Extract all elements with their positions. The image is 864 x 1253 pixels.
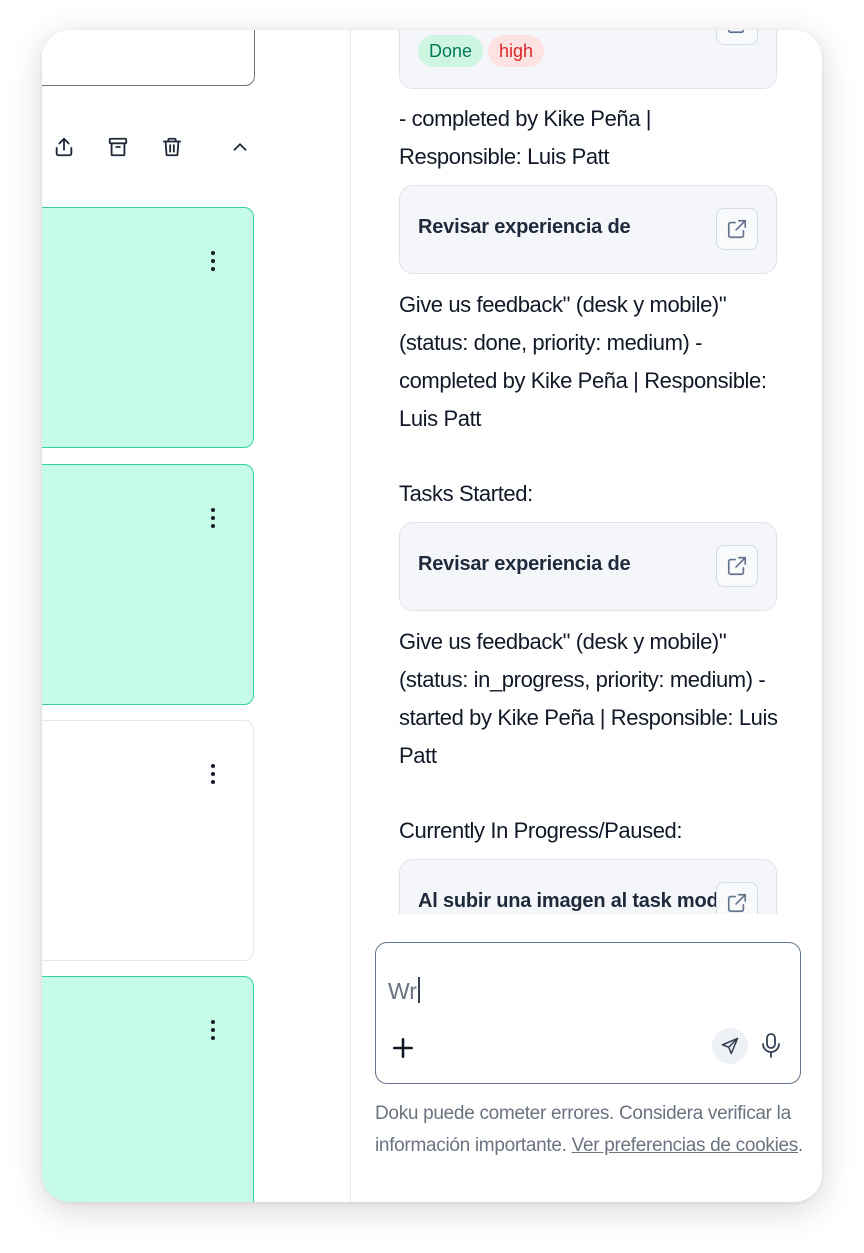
message-text: Give us feedback" (desk y mobile)" (stat… [399, 292, 767, 431]
task-reference-card[interactable]: Revisar experiencia de [399, 522, 777, 611]
priority-badge: high [488, 35, 545, 67]
microphone-button[interactable] [756, 1029, 786, 1063]
task-title: Revisar experiencia de [418, 553, 631, 575]
chat-panel: Done high - completed by Kike Peña | Res… [351, 30, 822, 1202]
task-card[interactable] [42, 207, 254, 448]
task-card[interactable] [42, 720, 254, 961]
disclaimer-end: . [798, 1135, 803, 1156]
external-link-icon [727, 556, 747, 576]
archive-button[interactable] [104, 132, 132, 162]
disclaimer: Doku puede cometer errores. Considera ve… [375, 1098, 805, 1162]
task-card[interactable] [42, 464, 254, 705]
send-button[interactable] [712, 1028, 748, 1064]
text-caret [417, 977, 420, 1003]
message-input-value: Wr [388, 978, 417, 1004]
send-icon [721, 1037, 739, 1055]
attach-button[interactable] [390, 1035, 418, 1063]
message-text: - completed by Kike Peña | Responsible: … [399, 106, 652, 169]
share-button[interactable] [50, 132, 78, 162]
collapse-button[interactable] [226, 132, 254, 162]
message-text: Give us feedback" (desk y mobile)" (stat… [399, 629, 778, 768]
task-reference-card[interactable]: Al subir una imagen al task mod... [399, 859, 777, 914]
more-options-icon[interactable] [203, 505, 223, 531]
disclaimer-text: Doku puede cometer errores. Considera ve… [375, 1103, 791, 1156]
microphone-icon [762, 1033, 780, 1058]
task-reference-card[interactable]: Revisar experiencia de [399, 185, 777, 274]
panel-divider [350, 30, 351, 1202]
chat-input-box[interactable]: Wr [375, 942, 801, 1084]
external-link-icon [727, 893, 747, 913]
external-link-icon [727, 219, 747, 239]
open-task-button[interactable] [716, 882, 758, 914]
message-input[interactable]: Wr [388, 977, 420, 1005]
message-list[interactable]: Done high - completed by Kike Peña | Res… [351, 30, 822, 914]
task-card[interactable] [42, 976, 254, 1202]
task-title: Al subir una imagen al task mod... [418, 890, 735, 912]
trash-icon [162, 137, 182, 157]
archive-icon [108, 137, 128, 157]
more-options-icon[interactable] [203, 1017, 223, 1043]
share-icon [55, 137, 73, 157]
more-options-icon[interactable] [203, 248, 223, 274]
open-task-button[interactable] [716, 545, 758, 587]
status-badge: Done [418, 35, 484, 67]
task-title: Revisar experiencia de [418, 216, 631, 238]
task-reference-card[interactable]: Done high [399, 30, 777, 89]
section-label: Tasks Started: [399, 481, 533, 506]
cookie-preferences-link[interactable]: Ver preferencias de cookies [571, 1135, 799, 1156]
section-label: Currently In Progress/Paused: [399, 818, 683, 843]
task-list-panel [42, 30, 350, 1202]
open-task-button[interactable] [716, 208, 758, 250]
open-task-button[interactable] [716, 30, 758, 45]
app-window: Done high - completed by Kike Peña | Res… [42, 30, 822, 1202]
external-link-icon [727, 30, 745, 34]
search-box[interactable] [42, 30, 255, 86]
plus-icon [393, 1038, 413, 1058]
more-options-icon[interactable] [203, 761, 223, 787]
chevron-up-icon [233, 143, 247, 151]
delete-button[interactable] [158, 132, 186, 162]
